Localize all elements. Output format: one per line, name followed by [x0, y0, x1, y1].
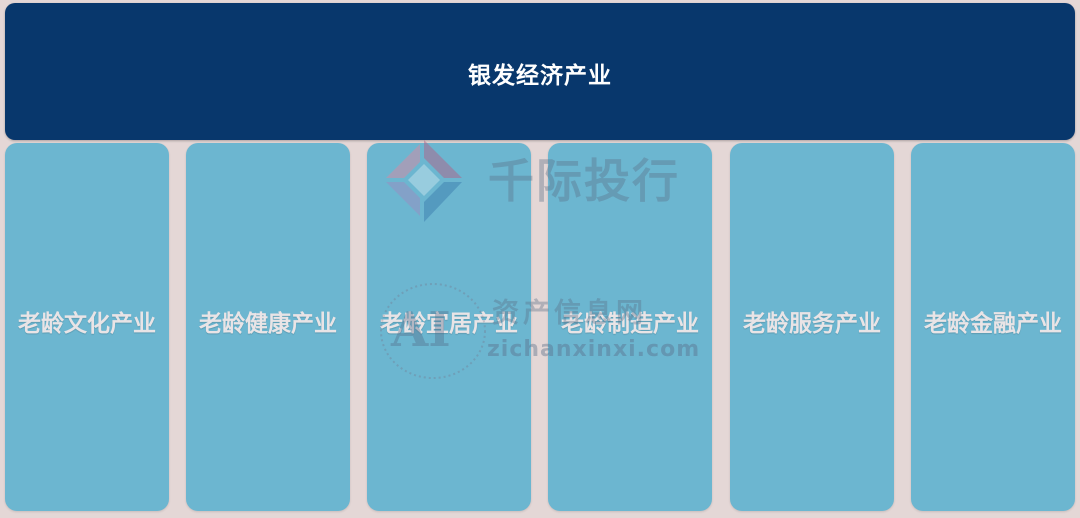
child-node-label: 老龄宜居产业 [380, 309, 518, 337]
child-node-livable: 老龄宜居产业 [367, 143, 531, 511]
child-node-label: 老龄文化产业 [18, 309, 156, 337]
child-node-finance: 老龄金融产业 [911, 143, 1075, 511]
child-node-label: 老龄健康产业 [199, 309, 337, 337]
child-node-label: 老龄制造产业 [561, 309, 699, 337]
child-node-label: 老龄服务产业 [743, 309, 881, 337]
child-node-service: 老龄服务产业 [730, 143, 894, 511]
root-node: 银发经济产业 [5, 3, 1075, 140]
child-node-label: 老龄金融产业 [924, 309, 1062, 337]
child-node-health: 老龄健康产业 [186, 143, 350, 511]
child-node-manufacturing: 老龄制造产业 [548, 143, 712, 511]
child-node-culture: 老龄文化产业 [5, 143, 169, 511]
root-node-label: 银发经济产业 [468, 62, 612, 89]
child-node-row: 老龄文化产业 老龄健康产业 老龄宜居产业 老龄制造产业 老龄服务产业 老龄金融产… [5, 143, 1075, 511]
